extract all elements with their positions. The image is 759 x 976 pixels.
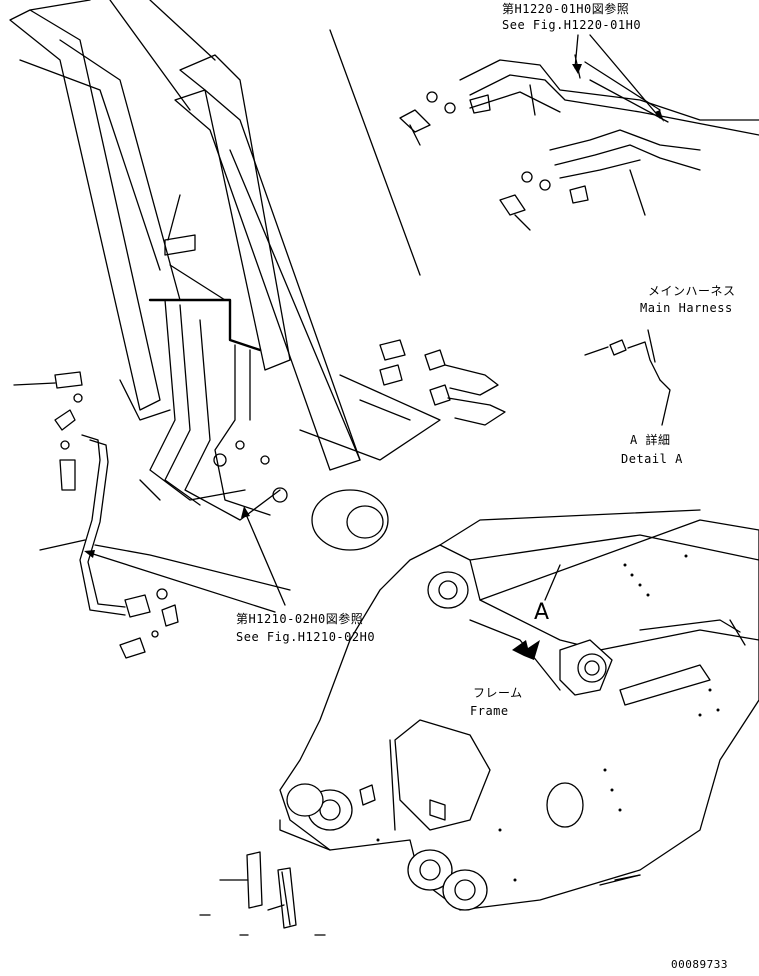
fig-h1220-label-en: See Fig.H1220-01H0 bbox=[502, 18, 642, 32]
detail-a-connector bbox=[584, 329, 671, 426]
frame-label-en: Frame bbox=[470, 704, 509, 718]
main-harness-label-jp: メインハーネス bbox=[648, 284, 736, 298]
main-harness-label-en: Main Harness bbox=[640, 301, 733, 315]
boom-hoses bbox=[139, 194, 288, 521]
swivel-pipes bbox=[299, 339, 506, 461]
drawing-number: 00089733 bbox=[671, 958, 728, 971]
boom-cylinders bbox=[9, 0, 421, 551]
frame bbox=[279, 509, 759, 911]
detail-a-label-jp: A 詳細 bbox=[630, 433, 671, 447]
upper-right-hoses bbox=[399, 54, 759, 231]
left-hose-assembly bbox=[13, 371, 291, 659]
detail-a-label-en: Detail A bbox=[621, 452, 683, 466]
view-marker-a: A bbox=[534, 600, 550, 625]
fig-h1210-label-en: See Fig.H1210-02H0 bbox=[236, 630, 376, 644]
fig-h1210-label-jp: 第H1210-02H0図参照 bbox=[236, 612, 364, 626]
bottom-small-parts bbox=[199, 851, 326, 936]
leader-lines bbox=[84, 34, 664, 613]
frame-label-jp: フレーム bbox=[473, 686, 523, 700]
fig-h1220-label-jp: 第H1220-01H0図参照 bbox=[502, 2, 630, 16]
